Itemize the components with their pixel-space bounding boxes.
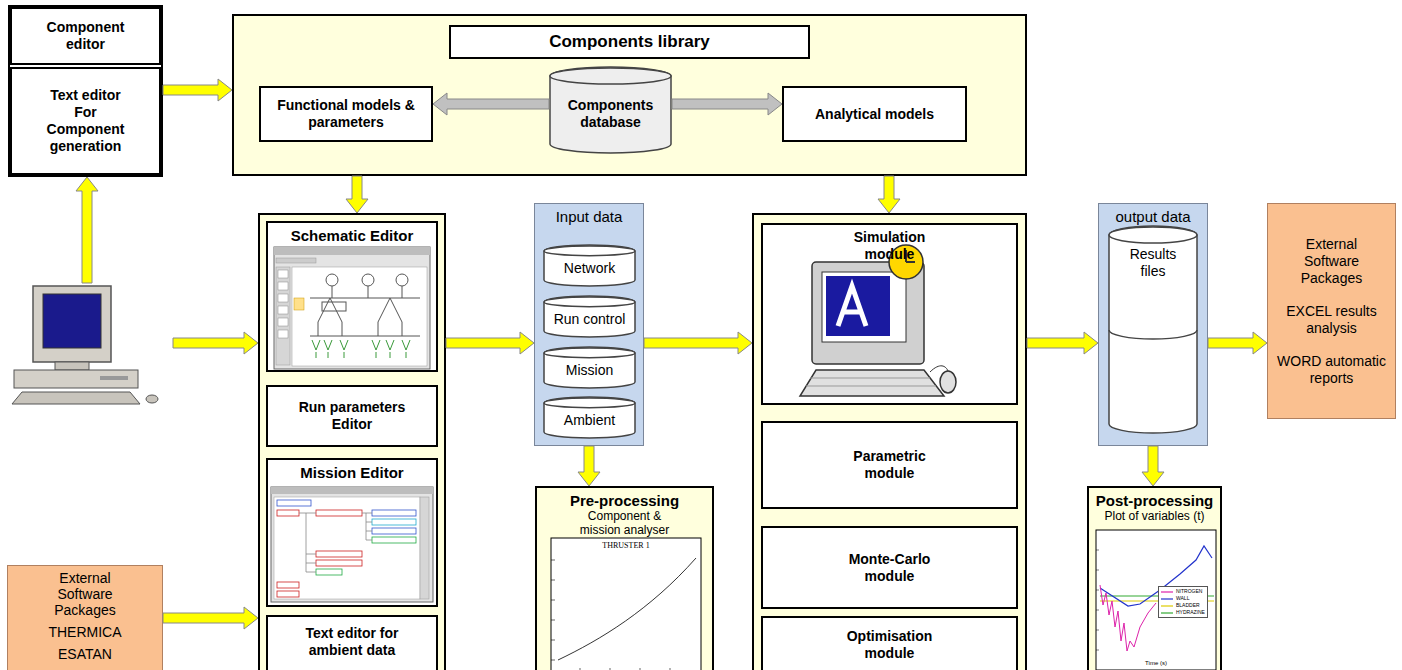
block-arrow bbox=[578, 446, 600, 486]
process-box: External Software PackagesTHERMICA ESATAN bbox=[7, 565, 163, 670]
simulation-icon bbox=[800, 245, 956, 396]
node-title: Results files bbox=[1123, 246, 1183, 280]
node-title: Parametric module bbox=[840, 448, 940, 482]
block-arrow bbox=[644, 332, 752, 354]
process-box: Text editor for ambient data bbox=[266, 615, 438, 670]
node-title: Component editor bbox=[41, 19, 131, 53]
node-title: Optimisation module bbox=[840, 628, 940, 662]
process-box: Component editor bbox=[10, 7, 161, 65]
node-title: Components library bbox=[449, 25, 810, 59]
block-arrow bbox=[163, 607, 258, 629]
process-box: Functional models & parameters bbox=[259, 86, 433, 142]
database-cylinder: Network bbox=[543, 245, 636, 287]
legend-text: BLADDER bbox=[1176, 602, 1200, 609]
block-arrow bbox=[1208, 332, 1267, 354]
node-title: Network bbox=[564, 260, 615, 277]
block-arrow bbox=[1142, 446, 1164, 486]
node-title: Mission Editor bbox=[300, 464, 403, 481]
node-title: External Software Packages bbox=[1292, 236, 1372, 287]
node-title: Analytical models bbox=[815, 106, 934, 123]
process-box: Run parameters Editor bbox=[266, 385, 438, 447]
chart-legend: NITROGENWALLBLADDERHYDRAZINE bbox=[1158, 586, 1208, 618]
node-title: Monte-Carlo module bbox=[840, 551, 940, 585]
node-title: Mission bbox=[566, 362, 613, 379]
block-arrow bbox=[76, 177, 258, 354]
node-text: ESATAN bbox=[58, 646, 112, 662]
legend-sample bbox=[1161, 610, 1173, 616]
mission-screenshot bbox=[271, 487, 433, 602]
thruster-chart bbox=[551, 538, 701, 670]
process-box: Text editor For Component generation bbox=[10, 67, 161, 175]
node-text: WORD automatic reports bbox=[1277, 353, 1387, 387]
database-cylinder: Components database bbox=[549, 67, 672, 154]
database-cylinder: Run control bbox=[543, 296, 636, 338]
block-arrow bbox=[672, 93, 782, 115]
node-text: Plot of variables (t) bbox=[1104, 509, 1204, 523]
node-text: THERMICA bbox=[48, 624, 121, 640]
node-title: Pre-processing bbox=[570, 492, 679, 509]
chart-title: THRUSTER 1 bbox=[602, 541, 649, 550]
process-box: Analytical models bbox=[782, 86, 967, 142]
process-box: Input dataNetworkRun controlMissionAmbie… bbox=[534, 203, 644, 446]
node-text: EXCEL results analysis bbox=[1277, 303, 1387, 337]
legend-sample bbox=[1161, 589, 1173, 595]
block-arrow bbox=[878, 176, 900, 213]
node-title: Text editor for ambient data bbox=[292, 625, 412, 659]
node-title: Input data bbox=[556, 208, 623, 225]
process-box: Monte-Carlo module bbox=[761, 526, 1018, 609]
legend-sample bbox=[1161, 603, 1173, 609]
process-box: Parametric module bbox=[761, 421, 1018, 509]
process-box: External Software PackagesEXCEL results … bbox=[1267, 203, 1396, 419]
module-panel: Components libraryFunctional models & pa… bbox=[232, 14, 1027, 176]
process-box: output dataResults files bbox=[1098, 203, 1208, 446]
database-cylinder: Results files bbox=[1108, 226, 1198, 434]
legend-text: HYDRAZINE bbox=[1176, 609, 1205, 616]
node-title: Ambient bbox=[564, 412, 615, 429]
axis-label: Time (s) bbox=[1145, 660, 1167, 666]
node-title: Post-processing bbox=[1096, 492, 1214, 509]
database-cylinder: Mission bbox=[543, 347, 636, 389]
node-title: Run control bbox=[554, 311, 626, 328]
node-title: Run parameters Editor bbox=[292, 399, 412, 433]
computer-icon bbox=[12, 286, 158, 404]
results-chart bbox=[1096, 530, 1216, 670]
schematic-screenshot bbox=[274, 247, 430, 369]
legend-entry: BLADDER bbox=[1161, 602, 1205, 609]
block-arrow bbox=[346, 176, 368, 213]
node-title: output data bbox=[1115, 208, 1190, 225]
process-box: Optimisation module bbox=[761, 616, 1018, 670]
node-text: Component & mission analyser bbox=[570, 509, 680, 537]
legend-entry: WALL bbox=[1161, 595, 1205, 602]
block-arrow bbox=[433, 93, 549, 115]
block-arrow bbox=[163, 79, 232, 101]
block-arrow bbox=[1027, 332, 1098, 354]
node-title: Schematic Editor bbox=[291, 227, 414, 244]
legend-entry: NITROGEN bbox=[1161, 588, 1205, 595]
node-title: Functional models & parameters bbox=[277, 97, 415, 131]
node-title: External Software Packages bbox=[45, 570, 125, 618]
legend-sample bbox=[1161, 596, 1173, 602]
legend-text: WALL bbox=[1176, 595, 1189, 602]
legend-text: NITROGEN bbox=[1176, 588, 1202, 595]
node-title: Text editor For Component generation bbox=[41, 87, 131, 155]
database-cylinder: Ambient bbox=[543, 397, 636, 439]
legend-entry: HYDRAZINE bbox=[1161, 609, 1205, 616]
node-title: Components database bbox=[561, 97, 661, 131]
block-arrow bbox=[446, 332, 534, 354]
group-box: Component editorText editor For Componen… bbox=[8, 5, 163, 177]
node-title: Simulation module bbox=[840, 229, 940, 263]
